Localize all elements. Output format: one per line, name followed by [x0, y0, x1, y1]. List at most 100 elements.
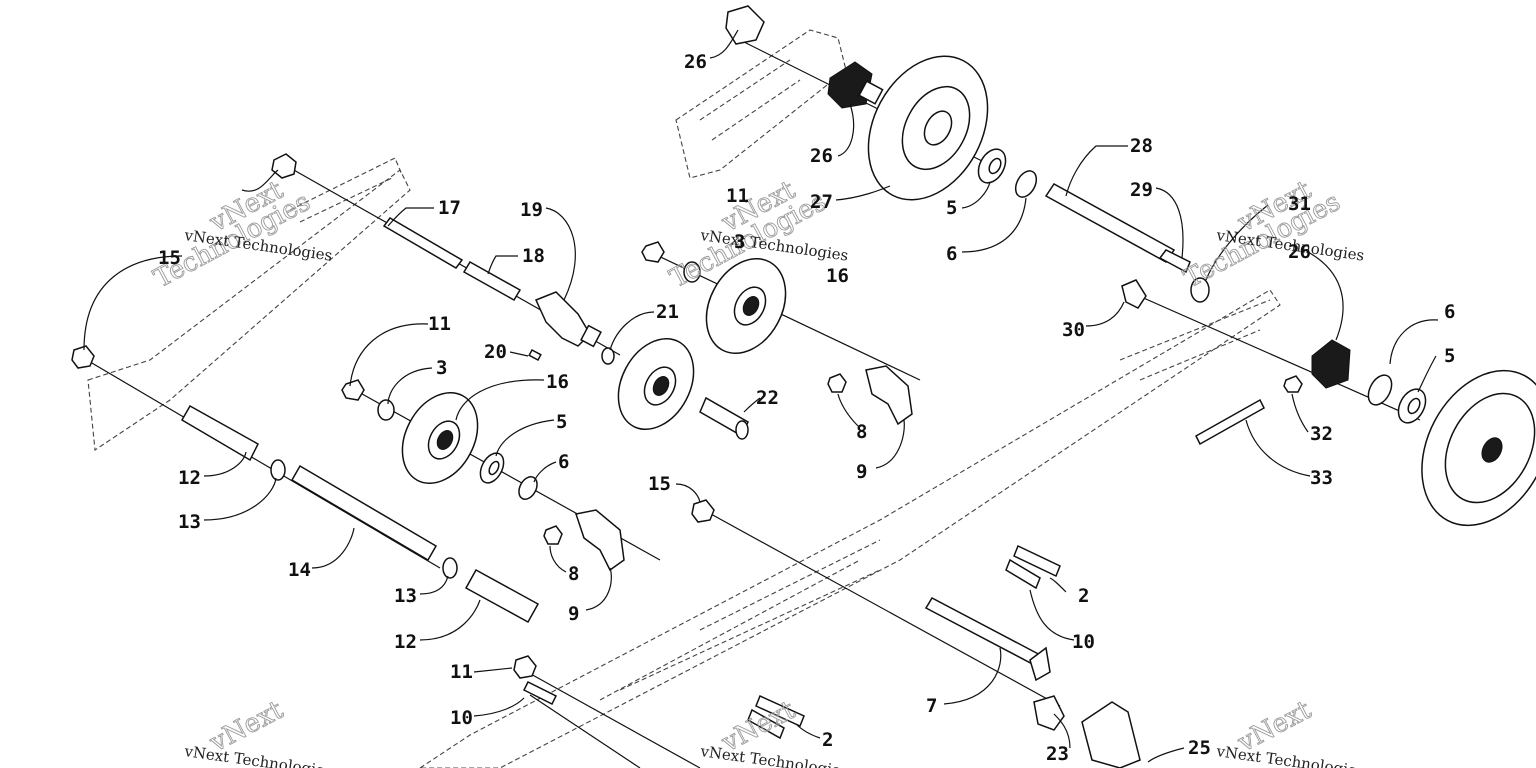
rear-bracket-25 — [1081, 701, 1141, 768]
callout-17: 17 — [438, 197, 461, 219]
callout-20: 20 — [484, 341, 507, 363]
callout-26-top: 26 — [684, 51, 707, 73]
callout-21: 21 — [656, 301, 679, 323]
bolt-10-lower — [522, 680, 558, 706]
callout-numbers: 26 26 27 5 6 28 29 31 26 30 32 33 6 5 17… — [158, 51, 1455, 765]
callout-5-left: 5 — [556, 411, 567, 433]
svg-text:vNext Technologies: vNext Technologies — [182, 742, 333, 768]
pin-20 — [528, 348, 542, 362]
bearing-5-right — [1397, 388, 1427, 424]
bolt-33 — [1195, 398, 1265, 446]
washer-21 — [601, 347, 615, 365]
idler-wheel-16-left — [401, 391, 479, 485]
idler-wheel-16-upper — [705, 257, 787, 355]
nut-11-center — [641, 241, 665, 263]
callout-13-right: 13 — [394, 585, 417, 607]
callout-15-left: 15 — [158, 247, 181, 269]
wheel-hub-26 — [827, 61, 884, 109]
callout-28: 28 — [1130, 135, 1153, 157]
washer-3-upper — [683, 261, 701, 283]
spacer-18 — [462, 260, 522, 302]
callout-23: 23 — [1046, 743, 1069, 765]
callout-2-lower: 2 — [822, 729, 833, 751]
callout-31: 31 — [1288, 193, 1311, 215]
top-rail-bracket — [675, 29, 847, 179]
washer-3-left — [377, 399, 395, 421]
shaft-axes — [79, 39, 1421, 768]
shaft-17 — [382, 217, 464, 269]
callout-26-hub: 26 — [810, 145, 833, 167]
washer-31 — [1190, 277, 1210, 303]
callout-8-center: 8 — [856, 421, 867, 443]
callout-10-right: 10 — [1072, 631, 1095, 653]
bolt-2-right — [1013, 544, 1061, 578]
callout-14: 14 — [288, 559, 311, 581]
callout-29: 29 — [1130, 179, 1153, 201]
callout-11-center: 11 — [726, 185, 749, 207]
bolt-2-lower — [747, 694, 805, 740]
cap-23 — [1033, 695, 1065, 731]
spacer-12-left — [180, 404, 259, 462]
bearing-5-top — [977, 148, 1007, 184]
callout-32: 32 — [1310, 423, 1333, 445]
clip-30 — [1121, 279, 1147, 309]
callout-6-left: 6 — [558, 451, 569, 473]
washer-13-left — [270, 459, 286, 481]
snap-ring-6-left — [518, 476, 538, 500]
bolt-7 — [924, 597, 1051, 682]
callout-9-center: 9 — [856, 461, 867, 483]
nut-15-center — [691, 499, 715, 523]
callout-5-top: 5 — [946, 197, 957, 219]
nut-8-center — [827, 373, 847, 393]
nut-8-left — [543, 525, 563, 545]
callout-2-right: 2 — [1078, 585, 1089, 607]
callout-30: 30 — [1062, 319, 1085, 341]
callout-27: 27 — [810, 191, 833, 213]
callout-3-left: 3 — [436, 357, 447, 379]
snap-ring-6-top — [1014, 170, 1038, 198]
callout-15-center: 15 — [648, 473, 671, 495]
svg-text:vNext Technologies: vNext Technologies — [1214, 742, 1365, 768]
spacer-12-lower — [464, 568, 540, 624]
bolt-10-right — [1005, 558, 1041, 590]
callout-19: 19 — [520, 199, 543, 221]
idler-bracket-26-top — [725, 5, 765, 45]
leader-lines — [83, 29, 1439, 763]
axle-bracket-19 — [534, 291, 602, 348]
callout-16-upper: 16 — [826, 265, 849, 287]
idler-wheel-27 — [867, 55, 989, 201]
callout-11-lower: 11 — [450, 661, 473, 683]
callout-22: 22 — [756, 387, 779, 409]
nut-11-upper-left — [271, 153, 297, 179]
bearing-5-left — [479, 452, 505, 484]
snap-ring-6-right — [1367, 374, 1393, 406]
axle-mount-center — [865, 365, 913, 426]
lower-slide-rail — [419, 289, 1281, 768]
callout-25: 25 — [1188, 737, 1211, 759]
nut-11-lower — [513, 655, 537, 679]
callout-8-left: 8 — [568, 563, 579, 585]
nut-15-left — [71, 345, 95, 369]
callout-7: 7 — [926, 695, 937, 717]
spacer-22 — [699, 396, 749, 440]
idler-wheel-right — [1421, 369, 1536, 527]
callout-13-left: 13 — [178, 511, 201, 533]
callout-3-center: 3 — [734, 231, 745, 253]
wheel-hub-26-right — [1311, 339, 1351, 389]
spacer-28 — [1044, 183, 1191, 274]
watermark-top-left: vNext Technologies vNext Technologies — [149, 174, 334, 294]
callout-12-lower: 12 — [394, 631, 417, 653]
callout-26-right: 26 — [1288, 241, 1311, 263]
idler-wheel-16-middle — [617, 337, 695, 431]
callout-11-left: 11 — [428, 313, 451, 335]
watermark-bottom-right: vNext vNext Technologies — [1214, 694, 1365, 768]
callout-16-lower: 16 — [546, 371, 569, 393]
callout-5-right: 5 — [1444, 345, 1455, 367]
callout-12-left: 12 — [178, 467, 201, 489]
axle-mount-lower-left — [575, 509, 625, 572]
callout-6-right: 6 — [1444, 301, 1455, 323]
callout-10-lower: 10 — [450, 707, 473, 729]
callout-6-top: 6 — [946, 243, 957, 265]
shaft-14 — [290, 464, 438, 562]
